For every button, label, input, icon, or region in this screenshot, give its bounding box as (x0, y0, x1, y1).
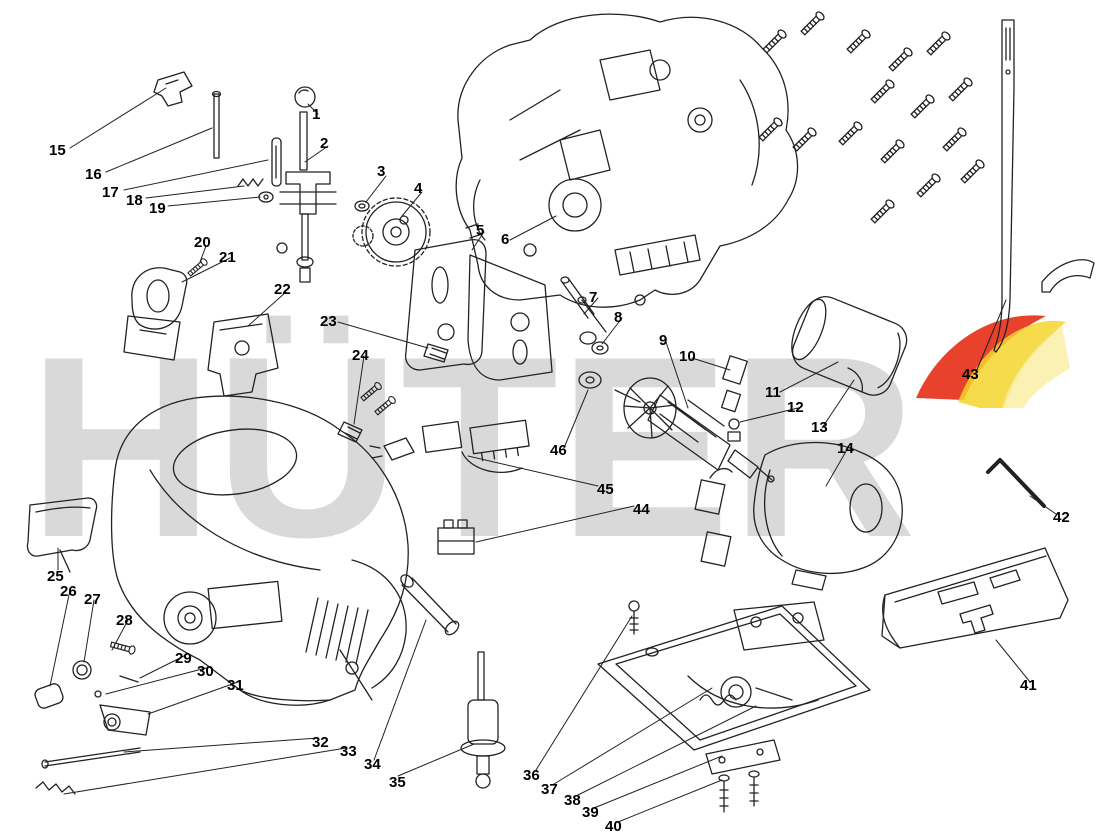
part-gear-assembly (352, 197, 431, 267)
logo-swoosh-yellow (958, 320, 1066, 408)
part-clips (337, 343, 449, 443)
leader-lines (49, 87, 1057, 823)
part-blower-tube (400, 574, 460, 636)
part-switch-assembly (369, 419, 530, 473)
part-saw-blade (993, 19, 1095, 353)
logo-swoosh-red (916, 315, 1046, 400)
part-armature (614, 377, 775, 483)
part-rod-spring (35, 747, 141, 795)
part-plunger-assembly (276, 86, 337, 283)
part-roller-guide (123, 257, 279, 397)
part-guard-shoe (26, 497, 98, 573)
part-motor-cover (753, 441, 903, 591)
part-base-plate (597, 600, 871, 813)
part-pins-washers (560, 276, 609, 355)
part-sole-cover (881, 547, 1069, 649)
part-washer-46 (578, 371, 602, 389)
part-blade-holder (460, 651, 506, 789)
brand-logo-swoosh (916, 315, 1070, 408)
logo-swoosh-yellow-pale (1002, 326, 1070, 408)
part-clamp-and-pins (153, 71, 282, 203)
part-body-housing (110, 395, 409, 706)
part-terminal-block (437, 519, 475, 555)
part-brush-holders (694, 355, 748, 567)
part-counterweight-plates (404, 223, 553, 381)
part-hex-key (986, 458, 1046, 508)
parts-line-art (26, 9, 1095, 823)
part-lever-fasteners (34, 639, 151, 736)
part-housing-top (455, 13, 799, 308)
part-cable-boot (847, 367, 864, 393)
part-stator (791, 295, 908, 396)
